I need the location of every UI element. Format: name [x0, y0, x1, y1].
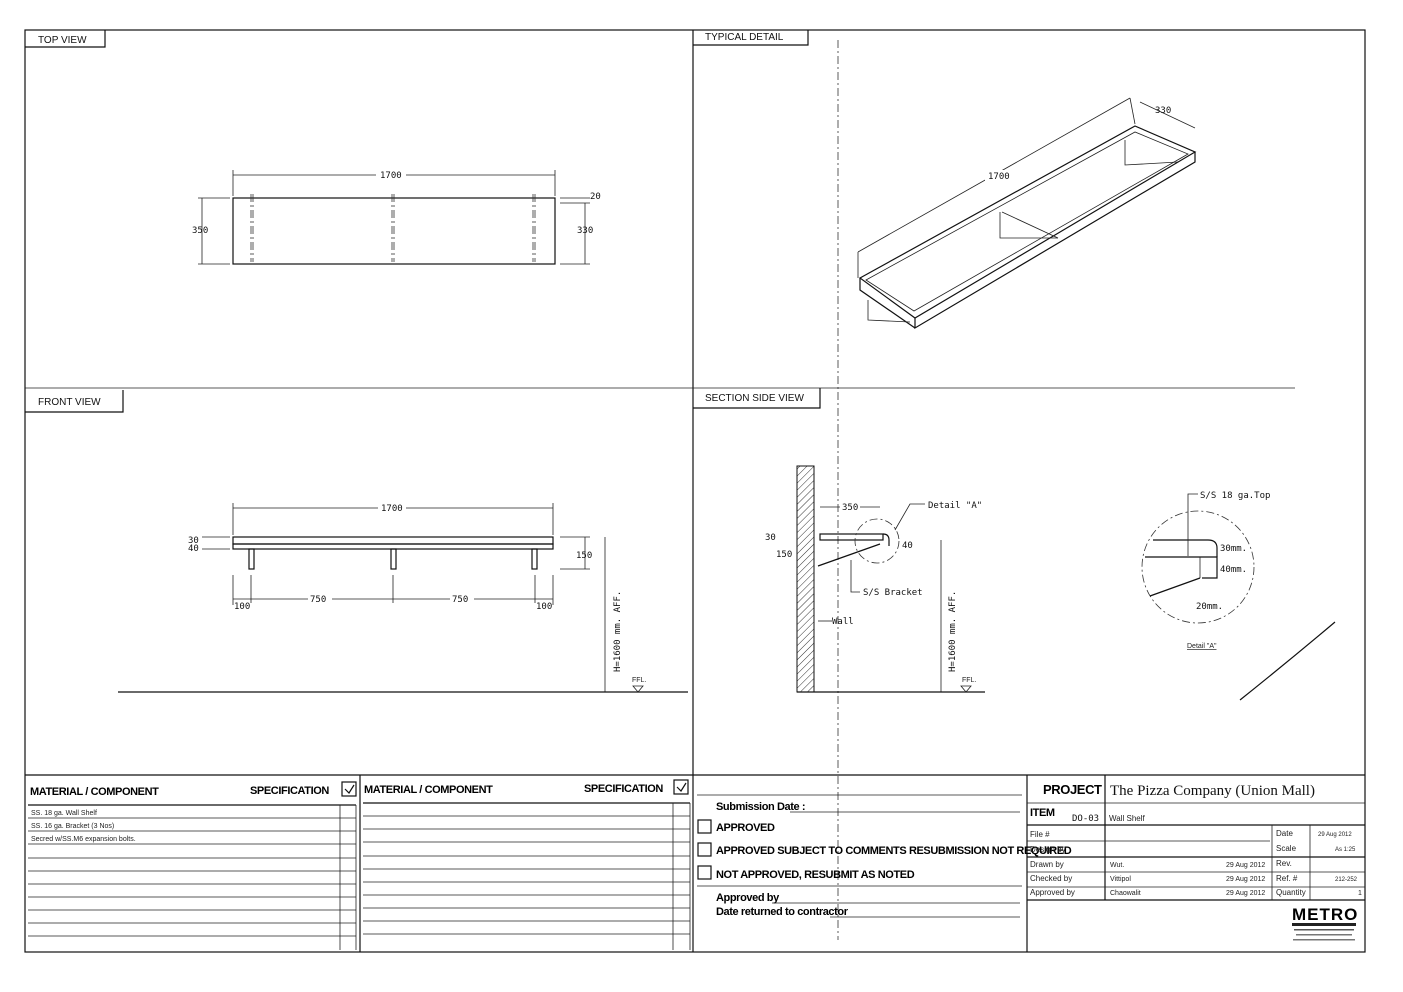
- svg-text:Date returned to contractor: Date returned to contractor: [716, 906, 849, 918]
- svg-text:File #: File #: [1030, 830, 1050, 839]
- svg-text:29 Aug 2012: 29 Aug 2012: [1226, 890, 1265, 897]
- svg-text:Vittipol: Vittipol: [1110, 876, 1131, 883]
- svg-text:Detail "A": Detail "A": [928, 501, 982, 511]
- svg-text:SPECIFICATION: SPECIFICATION: [250, 785, 329, 797]
- svg-text:330: 330: [1155, 106, 1171, 116]
- front-view-drawing: 1700 100 750 750 100 30 40 150 H=1600 mm…: [118, 502, 688, 693]
- approval-section: Submission Date : APPROVED APPROVED SUBJ…: [697, 794, 1072, 918]
- svg-text:Submission Date :: Submission Date :: [716, 801, 805, 813]
- svg-text:TOP VIEW: TOP VIEW: [38, 35, 87, 46]
- sheet-frame: [24, 29, 1366, 953]
- metro-logo: METRO: [1292, 905, 1358, 941]
- svg-text:NOT APPROVED, RESUBMIT AS NOTE: NOT APPROVED, RESUBMIT AS NOTED: [716, 869, 915, 881]
- title-block: PROJECT The Pizza Company (Union Mall) I…: [1027, 775, 1365, 941]
- svg-text:As 1:25: As 1:25: [1335, 847, 1356, 853]
- svg-text:ITEM: ITEM: [1030, 807, 1055, 819]
- svg-text:Wall: Wall: [832, 617, 854, 627]
- svg-text:1700: 1700: [380, 171, 402, 181]
- svg-text:Chaowalit: Chaowalit: [1110, 890, 1141, 897]
- svg-text:1: 1: [1358, 890, 1362, 897]
- svg-text:20: 20: [590, 192, 601, 202]
- material-table-right: MATERIAL / COMPONENT SPECIFICATION: [363, 779, 691, 950]
- spec-check-icon[interactable]: [341, 781, 357, 797]
- svg-text:SECTION SIDE VIEW: SECTION SIDE VIEW: [705, 393, 804, 404]
- svg-text:PROJECT: PROJECT: [1043, 782, 1102, 797]
- svg-text:20mm.: 20mm.: [1196, 602, 1223, 612]
- svg-text:APPROVED: APPROVED: [716, 822, 775, 834]
- svg-text:SPECIFICATION: SPECIFICATION: [584, 783, 663, 795]
- svg-text:S/S 18 ga.Top: S/S 18 ga.Top: [1200, 491, 1270, 501]
- material-row: Secred w/SS.M6 expansion bolts.: [31, 836, 136, 843]
- svg-text:212-252: 212-252: [1335, 877, 1358, 883]
- svg-text:FFL.: FFL.: [962, 677, 976, 684]
- svg-text:METRO: METRO: [1292, 905, 1358, 924]
- view-label-section: SECTION SIDE VIEW: [693, 388, 821, 409]
- svg-text:Drawn by: Drawn by: [1030, 860, 1064, 869]
- svg-text:FFL.: FFL.: [632, 677, 646, 684]
- view-label-top: TOP VIEW: [25, 30, 106, 48]
- svg-text:Checked by: Checked by: [1030, 874, 1072, 883]
- spec-check-icon[interactable]: [673, 779, 689, 795]
- detail-a-drawing: S/S 18 ga.Top 30mm. 40mm. 20mm. Detail "…: [1141, 491, 1336, 701]
- svg-text:150: 150: [576, 551, 592, 561]
- svg-text:40: 40: [902, 541, 913, 551]
- svg-text:MATERIAL / COMPONENT: MATERIAL / COMPONENT: [364, 784, 493, 796]
- svg-text:Wut.: Wut.: [1110, 862, 1124, 869]
- approved-checkbox[interactable]: [697, 819, 712, 834]
- svg-text:350: 350: [842, 503, 858, 513]
- svg-text:Approved by: Approved by: [716, 892, 780, 904]
- material-row: SS. 16 ga. Bracket (3 Nos): [31, 823, 114, 830]
- svg-text:H=1600 mm. AFF.: H=1600 mm. AFF.: [613, 591, 623, 672]
- svg-text:Date: Date: [1276, 829, 1293, 838]
- svg-text:Ref. #: Ref. #: [1276, 874, 1298, 883]
- svg-text:H=1600 mm. AFF.: H=1600 mm. AFF.: [948, 591, 958, 672]
- svg-text:150: 150: [776, 550, 792, 560]
- not-approved-checkbox[interactable]: [697, 865, 712, 880]
- svg-text:30: 30: [765, 533, 776, 543]
- svg-text:MATERIAL / COMPONENT: MATERIAL / COMPONENT: [30, 786, 159, 798]
- material-table-left: MATERIAL / COMPONENT SPECIFICATION SS. 1…: [28, 781, 357, 950]
- svg-text:330: 330: [577, 226, 593, 236]
- svg-text:Wall Shelf: Wall Shelf: [1109, 814, 1145, 823]
- svg-text:40: 40: [188, 544, 199, 554]
- view-label-front: FRONT VIEW: [25, 390, 124, 413]
- svg-text:Design by: Design by: [1030, 845, 1066, 854]
- svg-text:S/S Bracket: S/S Bracket: [863, 588, 923, 598]
- svg-text:350: 350: [192, 226, 208, 236]
- svg-text:30: 30: [188, 536, 199, 546]
- svg-text:Approved by: Approved by: [1030, 888, 1075, 897]
- svg-text:29 Aug 2012: 29 Aug 2012: [1226, 862, 1265, 869]
- view-label-typical: TYPICAL DETAIL: [693, 30, 809, 46]
- svg-text:40mm.: 40mm.: [1220, 565, 1247, 575]
- svg-text:APPROVED SUBJECT TO COMMENTS R: APPROVED SUBJECT TO COMMENTS RESUBMISSIO…: [716, 845, 1072, 857]
- svg-text:TYPICAL DETAIL: TYPICAL DETAIL: [705, 32, 784, 43]
- svg-text:750: 750: [310, 595, 326, 605]
- svg-text:100: 100: [234, 602, 250, 612]
- section-view-drawing: 350 Detail "A" 40 30 150 S/S Bracket Wal…: [765, 465, 985, 693]
- svg-text:29 Aug 2012: 29 Aug 2012: [1318, 832, 1352, 838]
- svg-text:30mm.: 30mm.: [1220, 544, 1247, 554]
- isometric-drawing: 1700 330: [857, 97, 1197, 330]
- svg-text:Quantity: Quantity: [1276, 888, 1306, 897]
- top-view-drawing: 1700 350 20 330: [192, 169, 601, 265]
- svg-text:DO-03: DO-03: [1072, 814, 1099, 824]
- svg-text:750: 750: [452, 595, 468, 605]
- svg-text:The Pizza Company (Union Mall): The Pizza Company (Union Mall): [1110, 783, 1315, 799]
- svg-text:29 Aug 2012: 29 Aug 2012: [1226, 876, 1265, 883]
- svg-text:100: 100: [536, 602, 552, 612]
- svg-text:Rev.: Rev.: [1276, 859, 1292, 868]
- svg-text:1700: 1700: [988, 172, 1010, 182]
- svg-text:Detail "A": Detail "A": [1187, 643, 1217, 650]
- approved-subject-checkbox[interactable]: [697, 842, 712, 857]
- svg-text:1700: 1700: [381, 504, 403, 514]
- svg-text:FRONT VIEW: FRONT VIEW: [38, 397, 101, 408]
- material-row: SS. 18 ga. Wall Shelf: [31, 810, 97, 817]
- svg-text:Scale: Scale: [1276, 844, 1297, 853]
